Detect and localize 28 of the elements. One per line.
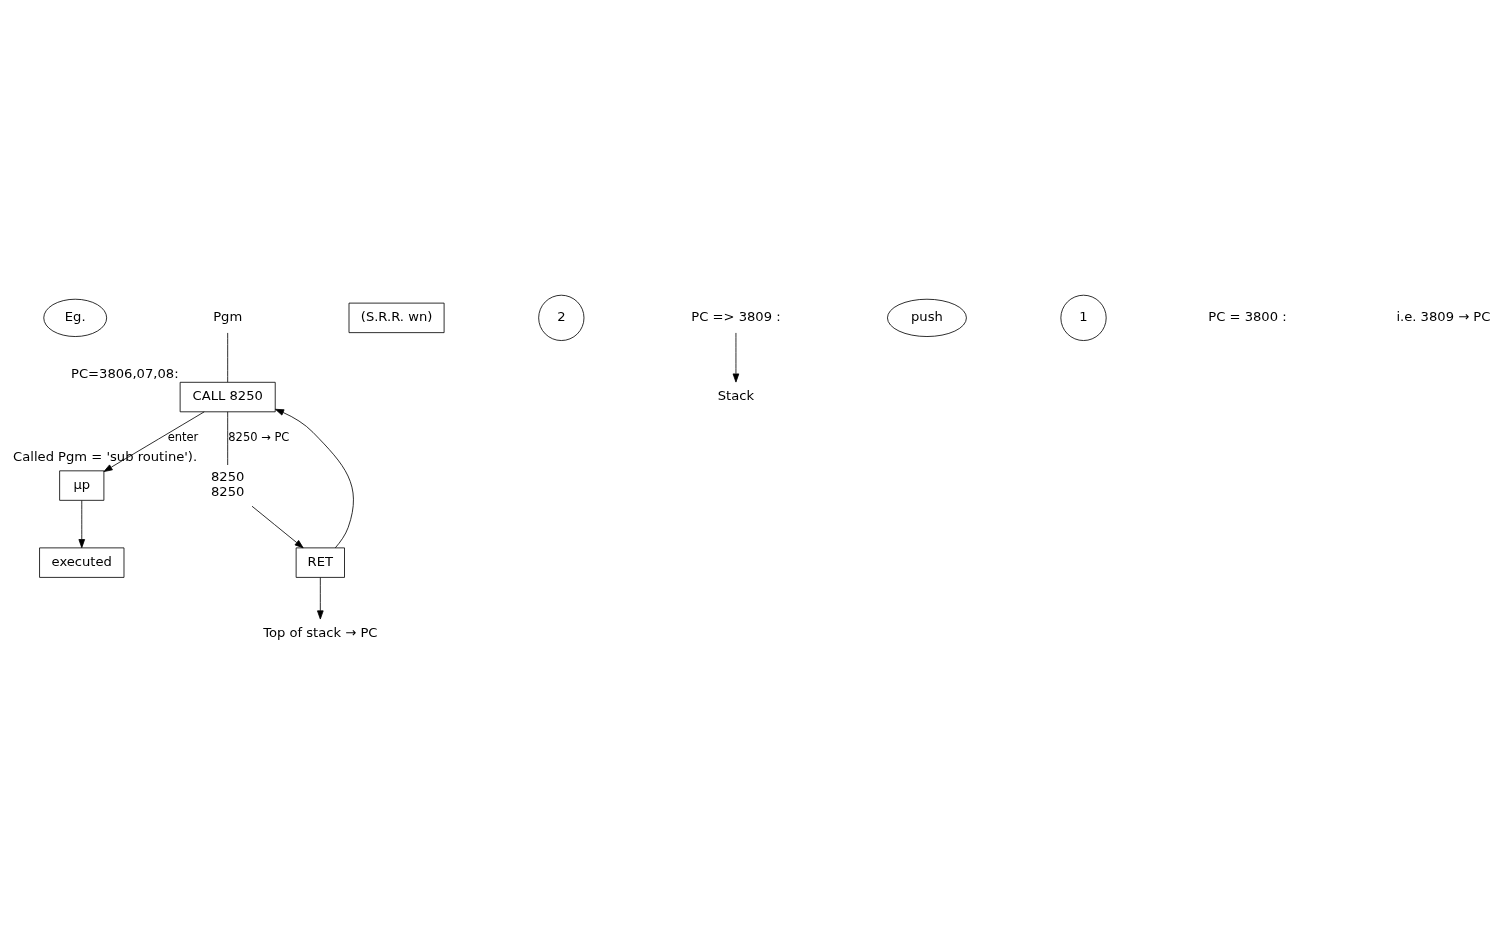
node-text: 8250 8250 [211,469,245,500]
label: i.e. 3809 → PC [1396,309,1491,324]
node-ellipse: Eg. [43,298,108,337]
node-box: executed [39,547,125,578]
node-label: Called Pgm = 'sub routine'). [13,448,198,464]
node-label: PC=3806,07,08: [71,366,179,382]
node-box: RET [295,547,345,578]
node-text: Stack [717,388,755,404]
label: PC = 3800 : [1208,309,1287,324]
node-text: Pgm [213,309,243,324]
edge-label: enter [167,430,199,445]
edge-label: 8250 → PC [228,430,290,445]
node-box: μp [59,470,105,501]
connector [227,411,229,466]
node-text: PC => 3809 : [691,309,781,324]
arrow [732,332,740,383]
node-circle: 2 [538,294,585,341]
node-text: Top of stack → PC [263,625,378,641]
arrow [275,408,354,549]
node-box: CALL 8250 [179,381,276,413]
arrow [103,411,205,472]
node-box: (S.R.R. wn) [348,302,445,334]
arrow [78,500,86,549]
arrow [251,505,304,549]
arrow [317,577,324,620]
connector [227,332,229,383]
node-ellipse: push [887,298,967,337]
node-circle: 1 [1060,294,1107,341]
